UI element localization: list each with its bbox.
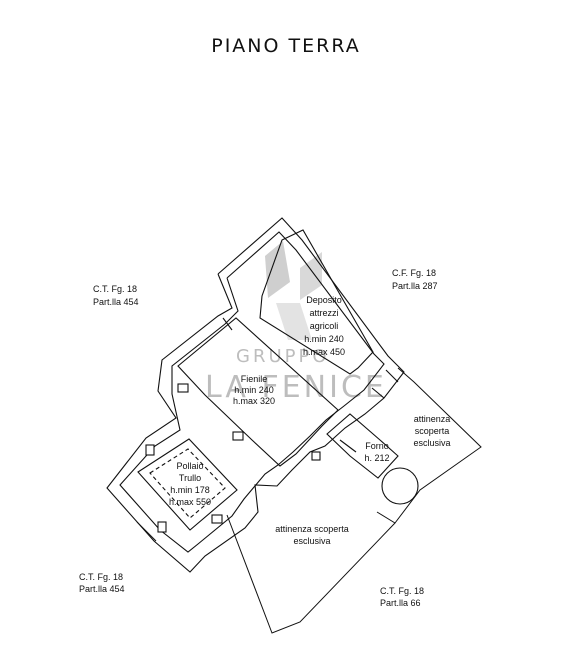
- area-label: esclusiva: [413, 438, 450, 448]
- area-label: esclusiva: [293, 536, 330, 546]
- trullo-inner: [149, 448, 226, 519]
- room-label: Pollaio: [176, 461, 203, 471]
- room-label: attrezzi: [309, 308, 338, 318]
- deposito-room: [259, 229, 374, 375]
- parcel-label: Part.lla 66: [380, 598, 421, 608]
- forno-oven: [381, 467, 419, 505]
- boundary-right: [376, 367, 482, 524]
- watermark-text-lafenice: LA FENICE: [205, 370, 387, 405]
- pillar: [177, 383, 189, 393]
- room-label: h.min 240: [234, 385, 274, 395]
- room-label: Trullo: [179, 473, 201, 483]
- forno-room: [326, 413, 399, 479]
- watermark-emblem-shape: [265, 241, 290, 298]
- parcel-top-left: C.T. Fg. 18 Part.lla 454: [93, 284, 139, 307]
- room-label: agricoli: [310, 321, 339, 331]
- parcel-label: C.T. Fg. 18: [93, 284, 137, 294]
- room-label: h. 212: [364, 453, 389, 463]
- building-outline: [106, 217, 419, 573]
- door-mark: [222, 317, 233, 331]
- door-mark: [385, 369, 399, 383]
- watermark-logo: GRUPPO LA FENICE: [205, 241, 387, 405]
- room-label: Fienile: [241, 374, 268, 384]
- area-attinenza-bottom: attinenza scoperta esclusiva: [275, 524, 349, 546]
- boundary-bottom: [226, 514, 396, 634]
- room-label: h.max 320: [233, 396, 275, 406]
- room-forno: Forno h. 212: [364, 441, 389, 463]
- area-label: scoperta: [415, 426, 450, 436]
- room-label: Forno: [365, 441, 389, 451]
- room-label: h.min 178: [170, 485, 210, 495]
- room-deposito: Deposito attrezzi agricoli h.min 240 h.m…: [303, 295, 345, 357]
- area-attinenza-right: attinenza scoperta esclusiva: [413, 414, 450, 448]
- room-fienile: Fienile h.min 240 h.max 320: [233, 374, 275, 406]
- inner-wall: [119, 231, 385, 553]
- room-label: h.min 240: [304, 334, 344, 344]
- parcel-label: Part.lla 454: [93, 297, 139, 307]
- parcel-top-right: C.F. Fg. 18 Part.lla 287: [392, 268, 438, 291]
- room-label: h.max 450: [303, 347, 345, 357]
- room-label: h.max 550: [169, 497, 211, 507]
- trullo-room: [137, 438, 238, 531]
- boundary-left: [136, 521, 157, 542]
- watermark-text-gruppo: GRUPPO: [236, 346, 330, 367]
- parcel-bottom-right: C.T. Fg. 18 Part.lla 66: [380, 586, 424, 608]
- watermark-emblem-shape: [300, 252, 322, 300]
- pillar: [157, 521, 167, 533]
- room-label: Deposito: [306, 295, 342, 305]
- outer-wall: [106, 217, 405, 573]
- parcel-label: Part.lla 287: [392, 281, 438, 291]
- site-boundary: [136, 367, 482, 634]
- parcel-label: C.T. Fg. 18: [380, 586, 424, 596]
- fienile-room: [177, 317, 339, 467]
- parcel-label: C.T. Fg. 18: [79, 572, 123, 582]
- area-label: attinenza scoperta: [275, 524, 349, 534]
- door-mark: [339, 439, 357, 453]
- pillar: [145, 444, 155, 456]
- area-label: attinenza: [414, 414, 451, 424]
- parcel-bottom-left: C.T. Fg. 18 Part.lla 454: [79, 572, 125, 594]
- watermark-emblem-shape: [276, 303, 312, 340]
- plan-title: PIANO TERRA: [211, 35, 361, 57]
- parcel-label: Part.lla 454: [79, 584, 125, 594]
- pillar: [232, 431, 244, 441]
- room-pollaio: Pollaio Trullo h.min 178 h.max 550: [169, 461, 211, 507]
- pillar: [211, 514, 223, 524]
- door-mark: [371, 387, 385, 399]
- pillar: [311, 451, 321, 461]
- parcel-label: C.F. Fg. 18: [392, 268, 436, 278]
